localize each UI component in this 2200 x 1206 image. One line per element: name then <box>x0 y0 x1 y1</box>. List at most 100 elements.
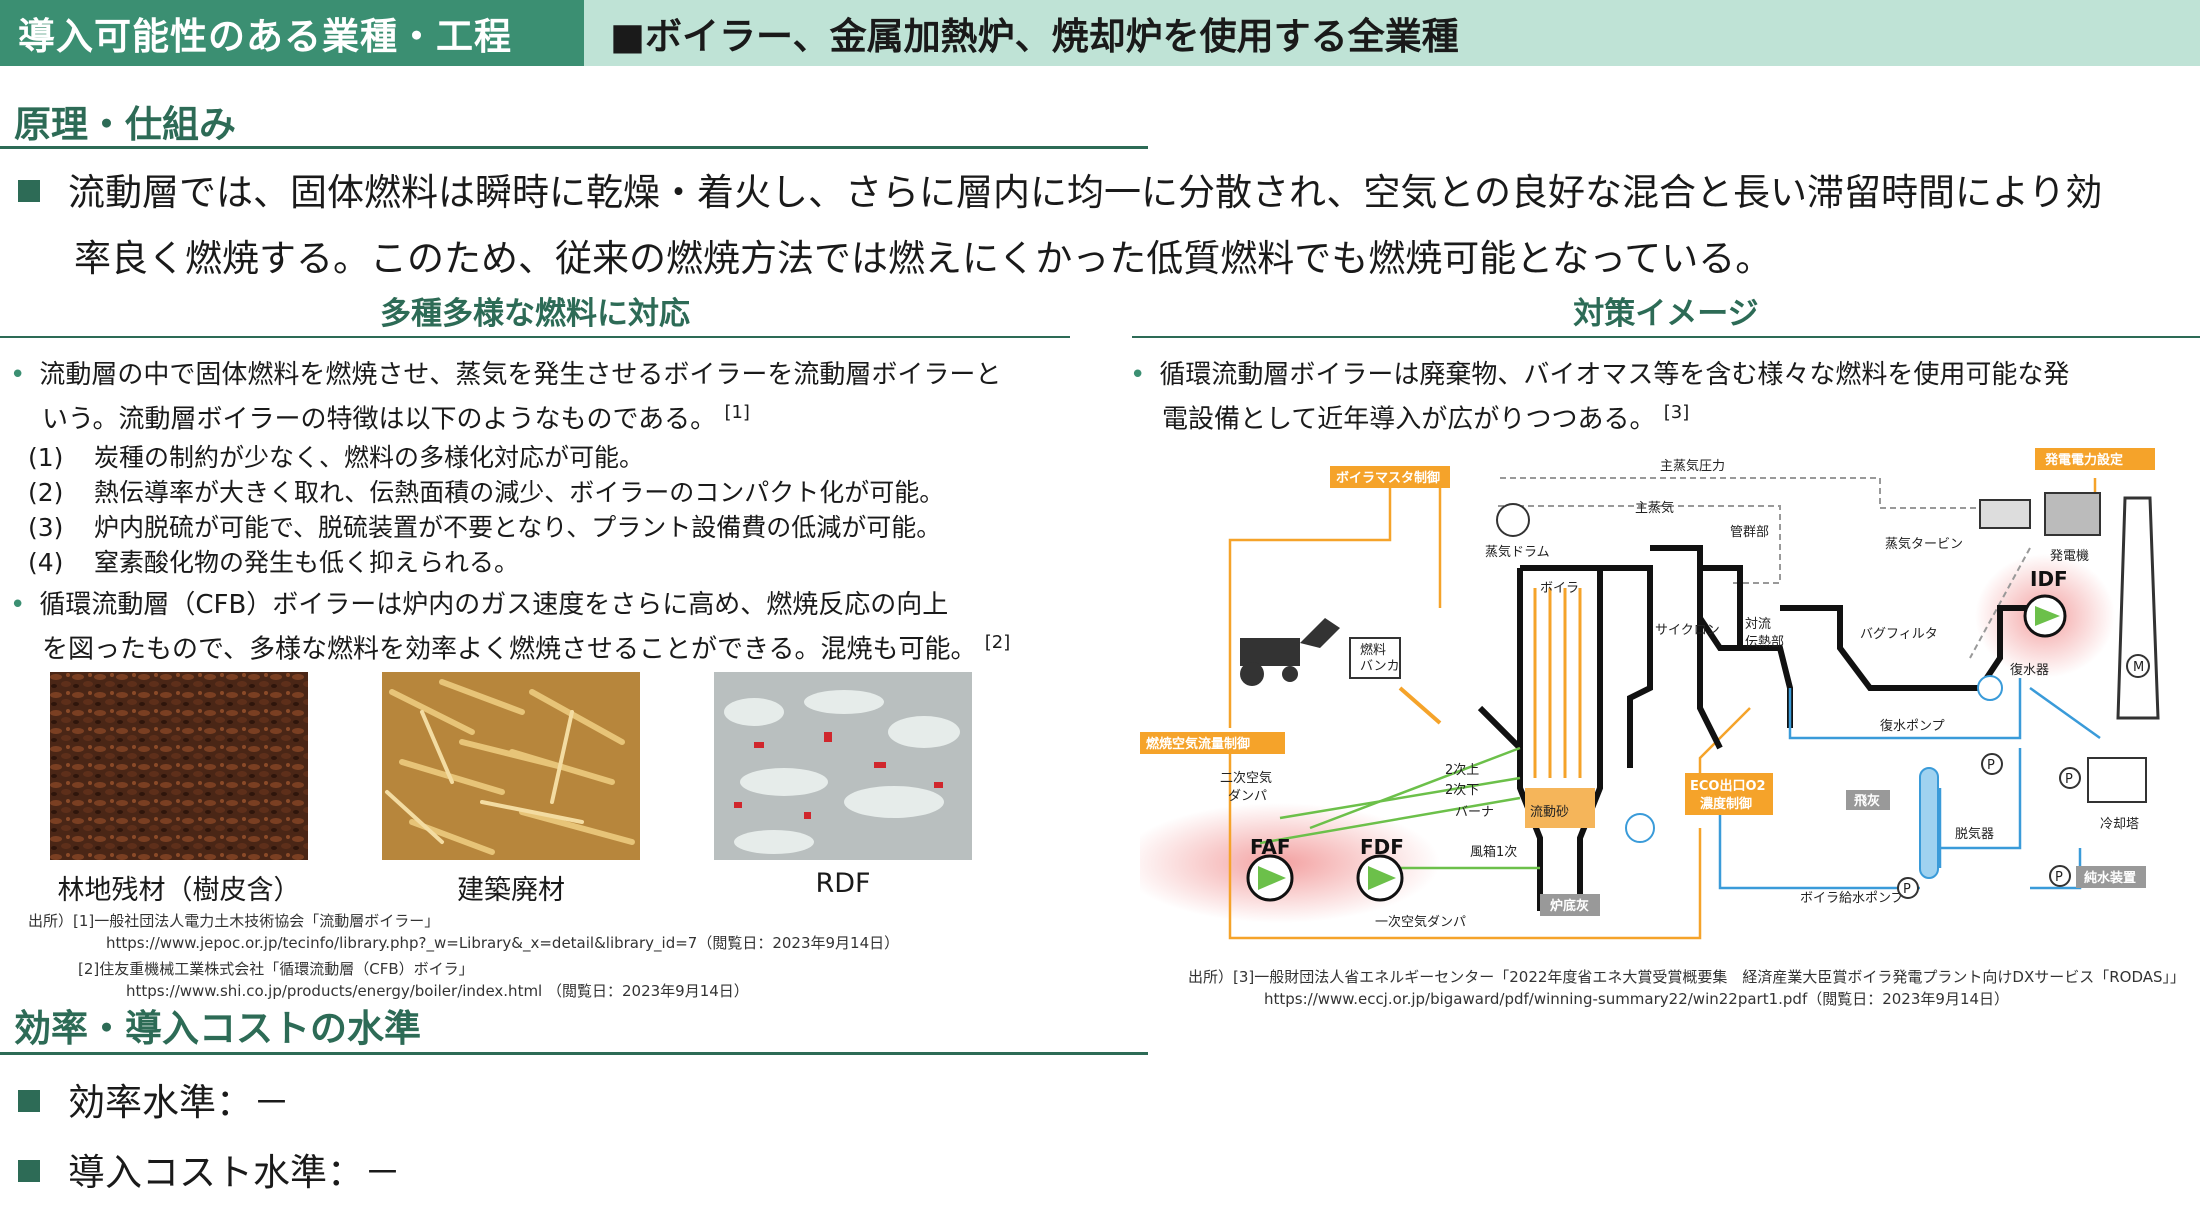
fdf-label: FDF <box>1360 835 1404 859</box>
principle-line2: 率良く燃焼する。このため、従来の燃焼方法では燃えにくかった低質燃料でも燃焼可能と… <box>74 237 1773 280</box>
cyclone-label: サイクロン <box>1655 623 1720 638</box>
header-industry-value: ■ボイラー、金属加熱炉、焼却炉を使用する全業種 <box>584 0 2200 66</box>
motor-icon <box>2126 654 2150 678</box>
pure-water-label: 純水装置 <box>2084 870 2136 886</box>
bullet-cfb-power: •循環流動層ボイラーは廃棄物、バイオマス等を含む様々な燃料を使用可能な発 電設備… <box>1130 360 2070 435</box>
fuel-bunker-label-2: バンカ <box>1360 659 1400 674</box>
cooling-tower-icon <box>2087 757 2147 803</box>
secondary-air-label-1: 二次空気 <box>1220 770 1272 786</box>
steam-drum-label: 蒸気ドラム <box>1485 544 1550 560</box>
principle-title: 原理・仕組み <box>14 103 236 146</box>
fuel-variety-rule <box>0 336 1070 338</box>
tube-bank-label: 管群部 <box>1730 525 1769 540</box>
bullet-dot-icon: • <box>10 590 26 620</box>
square-bullet-icon <box>18 1089 40 1112</box>
chimney-icon <box>2116 496 2160 720</box>
measure-image-heading: 対策イメージ <box>1573 296 1759 332</box>
fuel-variety-heading: 多種多様な燃料に対応 <box>380 296 690 332</box>
svg-text:P: P <box>2065 772 2073 787</box>
bottom-ash-box <box>1540 894 1600 916</box>
square-bullet-icon <box>18 179 40 202</box>
fluid-sand-label: 流動砂 <box>1530 805 1569 820</box>
air-flow-control-box <box>1140 732 1285 754</box>
photo-rdf <box>714 672 972 860</box>
principle-line1: 流動層では、固体燃料は瞬時に乾燥・着火し、さらに層内に均一に分散され、空気との良… <box>68 171 2103 214</box>
steam-turbine-label: 蒸気タービン <box>1885 536 1963 552</box>
efficiency-item: 効率水準：－ <box>18 1072 290 1126</box>
idf-arrow-icon <box>2035 606 2060 626</box>
caption-rdf: RDF <box>815 868 871 899</box>
pump-icons: P P P P <box>1897 753 2081 899</box>
principle-text: 流動層では、固体燃料は瞬時に乾燥・着火し、さらに層内に均一に分散され、空気との良… <box>18 160 2188 292</box>
condenser-icon <box>1977 675 2003 701</box>
photo-forest-residue <box>50 672 308 860</box>
boiler-label: ボイラ <box>1540 581 1579 596</box>
list-item: (4)窒素酸化物の発生も低く抑えられる。 <box>28 548 520 577</box>
source-note-3: 出所）[3]一般財団法人省エネルギーセンター「2022年度省エネ大賞受賞概要集 … <box>1188 968 2186 1008</box>
deaerator-tank <box>1919 767 1939 879</box>
main-steam-label: 主蒸気 <box>1635 500 1674 516</box>
eco-o2-label-1: ECO出口O2 <box>1690 778 1766 794</box>
bullet-cfb: •循環流動層（CFB）ボイラーは炉内のガス速度をさらに高め、燃焼反応の向上 を図… <box>10 590 1011 665</box>
generator-icon <box>2044 492 2101 536</box>
fuel-bunker-label-1: 燃料 <box>1360 642 1386 658</box>
deaerator-label: 脱気器 <box>1955 826 1994 842</box>
windbox-label: 風箱1次 <box>1470 844 1517 860</box>
cost-item: 導入コスト水準：－ <box>18 1142 401 1196</box>
bullet-fluidized-bed: •流動層の中で固体燃料を燃焼させ、蒸気を発生させるボイラーを流動層ボイラーと い… <box>10 360 1002 435</box>
condensate-pump-label: 復水ポンプ <box>1880 718 1945 734</box>
convection-label-1: 対流 <box>1745 617 1771 632</box>
header-industry-label: 導入可能性のある業種・工程 <box>0 0 584 66</box>
svg-text:P: P <box>2055 870 2063 885</box>
fly-ash-label: 飛灰 <box>1853 793 1880 809</box>
burner-label: バーナ <box>1455 805 1494 820</box>
square-bullet-icon <box>18 1159 40 1182</box>
lower2-label: 2次下 <box>1445 782 1479 798</box>
bottom-ash-label: 炉底灰 <box>1550 898 1589 914</box>
efficiency-title: 効率・導入コストの水準 <box>14 1007 421 1050</box>
list-item: (1)炭種の制約が少なく、燃料の多様化対応が可能。 <box>28 443 645 472</box>
condenser-label: 復水器 <box>2010 662 2049 678</box>
boiler-master-box <box>1330 466 1450 488</box>
power-setting-box <box>2035 448 2155 470</box>
upper2-label: 2次上 <box>1445 762 1479 778</box>
fluid-sand-bed <box>1525 788 1595 828</box>
svg-text:P: P <box>1903 882 1911 897</box>
svg-text:P: P <box>1987 758 1995 773</box>
cooling-tower-label: 冷却塔 <box>2100 817 2139 832</box>
caption-forest-residue: 林地残材（樹皮含） <box>57 875 301 906</box>
cfb-plant-diagram: ボイラマスタ制御 主蒸気圧力 発電電力設定 蒸気ドラム 主蒸気 管群部 蒸気ター… <box>1140 448 2160 940</box>
fly-ash-box <box>1846 790 1890 810</box>
boiler-master-label: ボイラマスタ制御 <box>1336 470 1440 486</box>
eco-o2-label-2: 濃度制御 <box>1700 796 1752 812</box>
faf-label: FAF <box>1250 835 1291 859</box>
eco-o2-box <box>1685 773 1773 815</box>
photo-construction-waste <box>382 672 640 860</box>
bag-filter-label: バグフィルタ <box>1860 627 1938 642</box>
list-item: (2)熱伝導率が大きく取れ、伝熱面積の減少、ボイラーのコンパクト化が可能。 <box>28 478 945 507</box>
steam-drum-icon <box>1496 503 1530 537</box>
feature-list: (1)炭種の制約が少なく、燃料の多様化対応が可能。 (2)熱伝導率が大きく取れ、… <box>28 440 944 580</box>
main-steam-pressure-label: 主蒸気圧力 <box>1660 458 1725 474</box>
source-note-2: [2]住友重機械工業株式会社「循環流動層（CFB）ボイラ」 https://ww… <box>78 960 749 1000</box>
power-setting-label: 発電電力設定 <box>2044 452 2123 468</box>
fdf-arrow-icon <box>1368 866 1396 890</box>
air-flow-control-label: 燃焼空気流量制御 <box>1146 736 1250 752</box>
measure-image-rule <box>1132 336 2200 338</box>
idf-label: IDF <box>2030 567 2068 591</box>
steam-turbine-icon <box>1979 499 2031 529</box>
secondary-air-label-2: ダンパ <box>1228 789 1267 804</box>
tractor-icon <box>1240 618 1340 686</box>
faf-arrow-icon <box>1258 866 1286 890</box>
bullet-dot-icon: • <box>10 360 26 390</box>
feed-pump-label: ボイラ給水ポンプ <box>1800 891 1904 906</box>
pure-water-box <box>2076 866 2146 888</box>
source-note-1: 出所）[1]一般社団法人電力土木技術協会「流動層ボイラー」 https://ww… <box>28 912 900 952</box>
list-item: (3)炉内脱硫が可能で、脱硫装置が不要となり、プラント設備費の低減が可能。 <box>28 513 942 542</box>
circulation-pump-icon <box>1625 813 1655 843</box>
principle-rule <box>0 146 1148 149</box>
motor-label: M <box>2133 660 2144 675</box>
efficiency-rule <box>0 1052 1148 1055</box>
generator-label: 発電機 <box>2050 549 2089 564</box>
bullet-dot-icon: • <box>1130 360 1146 390</box>
